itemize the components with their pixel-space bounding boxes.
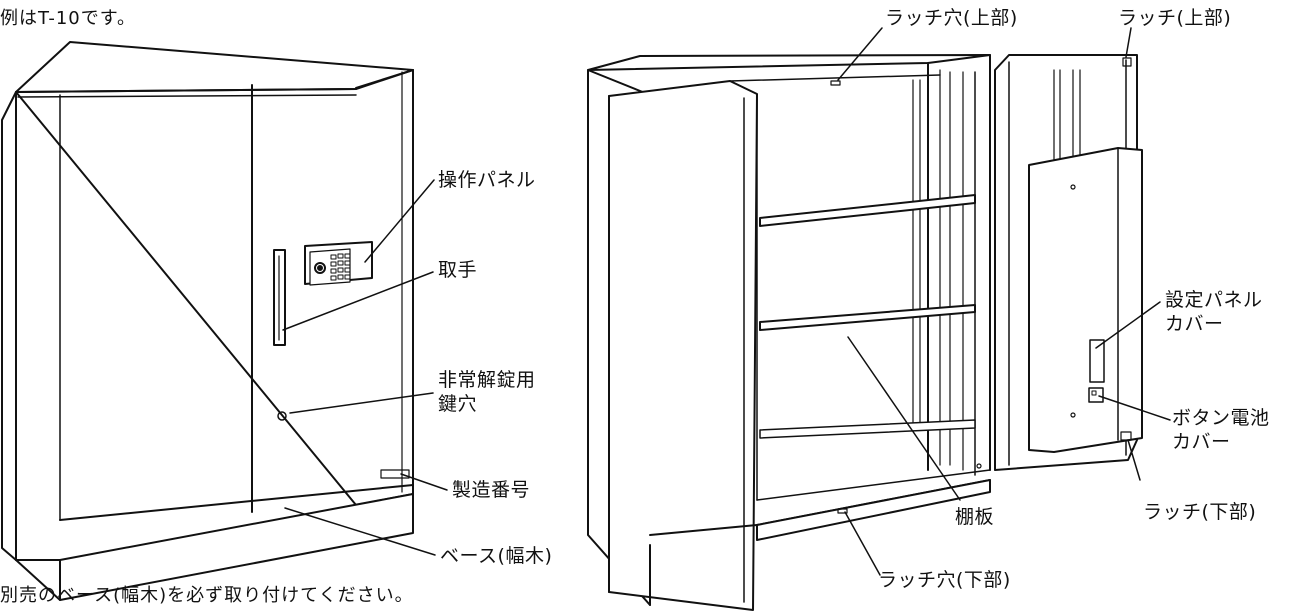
label-control-panel: 操作パネル [438, 169, 536, 191]
label-button-battery-cover: ボタン電池 カバー [1172, 407, 1270, 453]
label-serial-number: 製造番号 [452, 479, 531, 501]
label-handle: 取手 [438, 259, 478, 281]
label-latch-hole-bottom: ラッチ穴(下部) [878, 569, 1011, 591]
label-latch-top: ラッチ(上部) [1118, 7, 1232, 29]
label-base-plinth: ベース(幅木) [440, 545, 553, 567]
leader-lines-left [282, 179, 448, 556]
note-base-required: 別売のベース(幅木)を必ず取り付けてください。 [0, 585, 414, 606]
label-shelf: 棚板 [955, 506, 995, 528]
label-latch-hole-top: ラッチ穴(上部) [885, 7, 1018, 29]
label-latch-bottom: ラッチ(下部) [1143, 501, 1257, 523]
leader-lines-right [837, 27, 1171, 576]
note-example-model: 例はT-10です。 [0, 8, 136, 29]
open-cabinet [587, 54, 1143, 611]
label-emergency-keyhole: 非常解錠用 鍵穴 [438, 369, 536, 415]
label-settings-panel-cover: 設定パネル カバー [1165, 289, 1263, 335]
closed-cabinet [1, 41, 414, 601]
